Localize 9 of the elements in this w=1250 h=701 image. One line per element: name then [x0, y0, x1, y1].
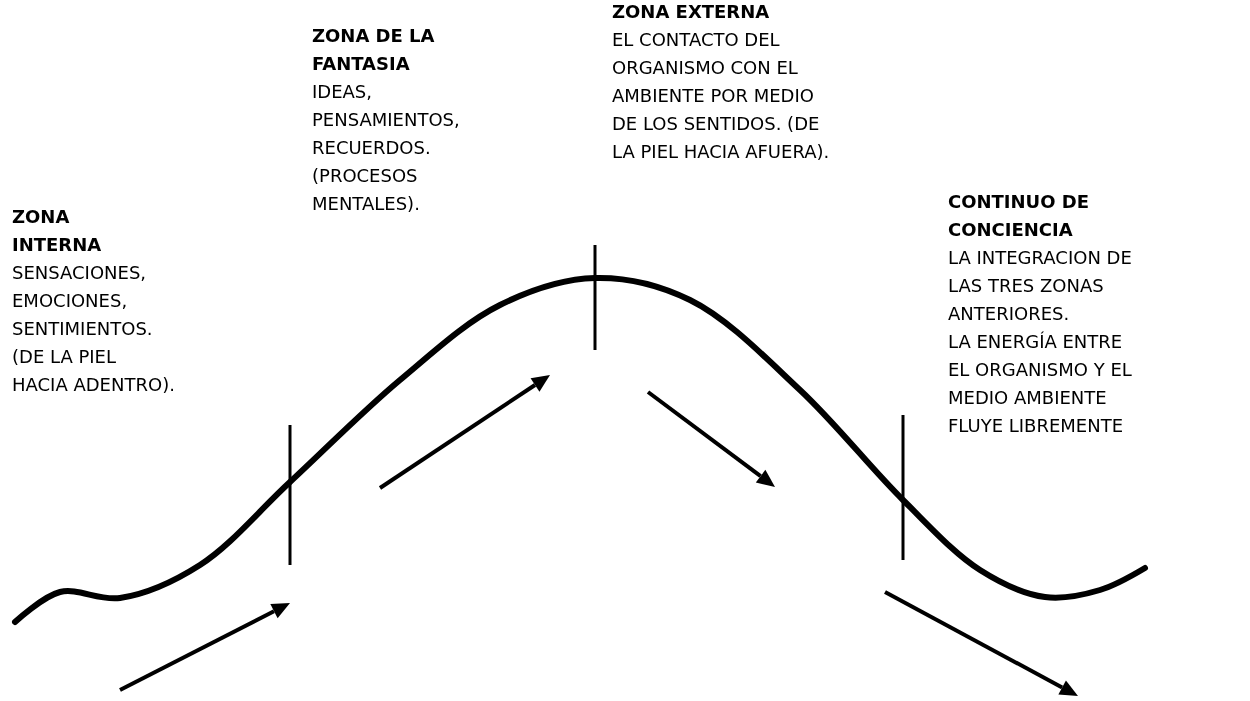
zone-heading: ZONA EXTERNA — [612, 0, 771, 24]
zone-heading: ZONA DE LA FANTASIA — [312, 24, 436, 76]
zone-description: LA INTEGRACION DE LAS TRES ZONAS ANTERIORES. — [948, 246, 1133, 326]
zone-description: LA ENERGÍA ENTRE EL ORGANISMO Y EL MEDIO AMBIENTE FLUYE LIBREMENTE — [948, 330, 1133, 438]
zone-description: EL CONTACTO DEL ORGANISMO CON EL AMBIENTE POR MEDIO DE LOS SENTIDOS. (DE LA PIEL HACIA AFUERA). — [612, 28, 831, 164]
zone-description: IDEAS, PENSAMIENTOS, RECUERDOS. (PROCESOS MENTALES). — [312, 80, 461, 216]
zone-heading: CONTINUO DE CONCIENCIA — [948, 190, 1091, 242]
zone-description: SENSACIONES, EMOCIONES, SENTIMIENTOS. (DE LA PIEL HACIA ADENTRO). — [12, 261, 176, 397]
zone-heading: ZONA INTERNA — [12, 205, 103, 257]
